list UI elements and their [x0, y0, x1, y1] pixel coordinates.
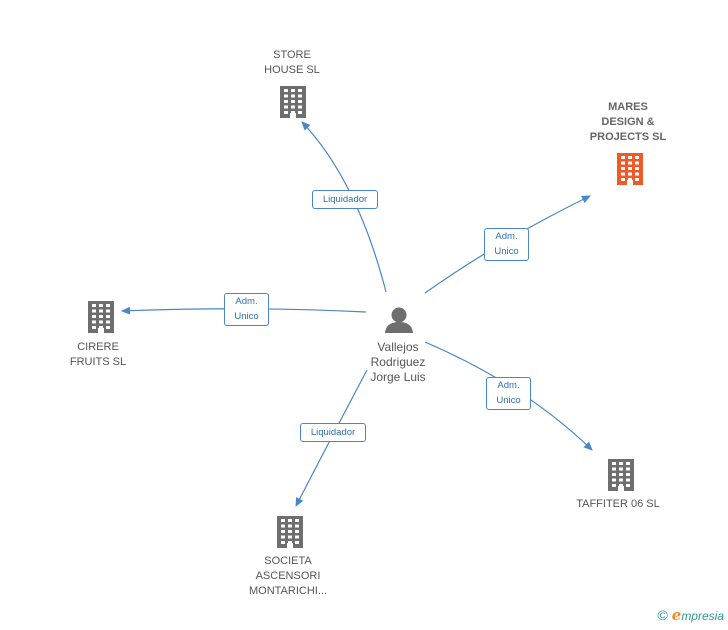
- brand-logo-text: mpresia: [681, 609, 724, 623]
- company-name-line: CIRERE: [77, 341, 119, 353]
- relation-text: Liquidador: [310, 427, 356, 438]
- relation-text: Liquidador: [322, 194, 368, 205]
- company-name-line: ASCENSORI: [255, 570, 321, 582]
- person-name-line: Rodriguez: [370, 355, 426, 369]
- company-name-line: SOCIETA: [264, 555, 312, 567]
- relation-label-cirere[interactable]: Adm. Unico: [224, 293, 269, 326]
- relation-text: Unico: [494, 246, 519, 257]
- company-name-line: MARES: [608, 101, 648, 113]
- building-icon-societa[interactable]: [277, 516, 303, 548]
- building-icon-mares[interactable]: [617, 153, 643, 185]
- company-label-cirere[interactable]: CIRERE FRUITS SL: [58, 340, 138, 370]
- building-icon-store-house[interactable]: [280, 86, 306, 118]
- person-icon[interactable]: [385, 307, 413, 334]
- company-name-line: HOUSE SL: [264, 64, 320, 76]
- company-label-store-house[interactable]: STORE HOUSE SL: [252, 48, 332, 78]
- relation-text: Adm.: [235, 296, 258, 307]
- relation-label-store-house[interactable]: Liquidador: [312, 190, 378, 209]
- person-name-line: Vallejos: [377, 340, 419, 354]
- company-name-line: PROJECTS SL: [589, 131, 667, 143]
- company-label-mares[interactable]: MARES DESIGN & PROJECTS SL: [578, 100, 678, 145]
- building-icon-taffiter[interactable]: [608, 459, 634, 491]
- relation-label-societa[interactable]: Liquidador: [300, 423, 366, 442]
- relation-text: Unico: [234, 311, 259, 322]
- relation-text: Unico: [496, 395, 521, 406]
- relation-text: Adm.: [497, 380, 520, 391]
- company-label-societa[interactable]: SOCIETA ASCENSORI MONTARICHI...: [243, 554, 333, 599]
- company-name-line: MONTARICHI...: [248, 585, 327, 597]
- relation-text: Adm.: [495, 231, 518, 242]
- brand-footer[interactable]: ©empresia: [657, 606, 724, 624]
- company-name-line: STORE: [273, 49, 311, 61]
- company-name-line: TAFFITER 06 SL: [576, 498, 660, 510]
- company-name-line: DESIGN &: [601, 116, 655, 128]
- person-name-line: Jorge Luis: [370, 370, 426, 384]
- company-name-line: FRUITS SL: [69, 356, 127, 368]
- person-name[interactable]: Vallejos Rodriguez Jorge Luis: [352, 340, 444, 385]
- brand-logo-initial: e: [671, 606, 682, 624]
- relation-label-taffiter[interactable]: Adm. Unico: [486, 377, 531, 410]
- company-label-taffiter[interactable]: TAFFITER 06 SL: [568, 497, 668, 512]
- relation-label-mares[interactable]: Adm. Unico: [484, 228, 529, 261]
- copyright-symbol: ©: [657, 607, 668, 623]
- building-icon-cirere[interactable]: [88, 301, 114, 333]
